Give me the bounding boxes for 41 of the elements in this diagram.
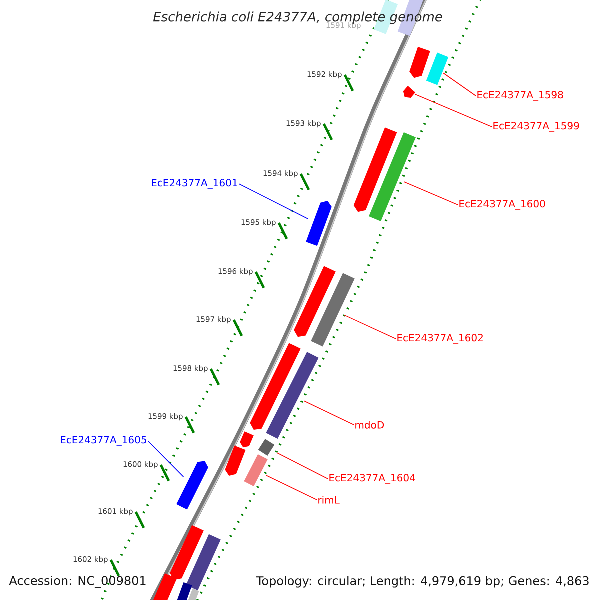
leader-line [266,475,318,500]
accession-text: Accession: NC_009801 [9,576,146,588]
gene-label: EcE24377A_1598 [478,91,564,101]
gene-feature [240,432,254,448]
gene-label: EcE24377A_1601 [152,179,238,189]
gene-feature [244,454,268,487]
gene-feature [403,86,416,98]
gene-label: mdoD [356,421,384,429]
gene-feature [311,273,355,347]
gene-label: EcE24377A_1605 [61,436,146,446]
gene-feature [306,201,332,246]
leader-line [344,314,396,340]
gene-label: EcE24377A_1604 [330,474,416,484]
gene-feature [250,343,301,430]
gene-feature [258,439,275,456]
gene-feature [170,525,204,580]
gene-feature [176,582,192,600]
gene-feature [152,574,178,600]
gene-feature [354,128,398,212]
gene-label: EcE24377A_1602 [398,334,483,344]
gene-feature [266,352,319,439]
gene-feature [294,266,336,338]
title: Escherichia coli E24377A, complete genome [153,12,442,24]
leader-line [443,72,476,96]
gene-feature [410,47,430,78]
leader-line [304,400,354,426]
leader-line [415,94,492,128]
gene-label: EcE24377A_1599 [494,122,580,132]
gene-feature [225,446,246,476]
leader-line [404,182,458,206]
leader-line [148,440,184,478]
gene-feature [176,461,208,510]
leader-line [276,452,328,480]
gene-label: rimL [318,496,340,504]
gene-label: EcE24377A_1600 [460,200,546,210]
gene-feature [369,132,416,222]
genome-summary-text: Topology: circular; Length: 4,979,619 bp; Genes: 4,863 [256,576,589,588]
gene-feature [186,588,200,600]
gene-feature [426,52,449,86]
gene-feature [186,534,221,591]
leader-line [238,184,308,220]
